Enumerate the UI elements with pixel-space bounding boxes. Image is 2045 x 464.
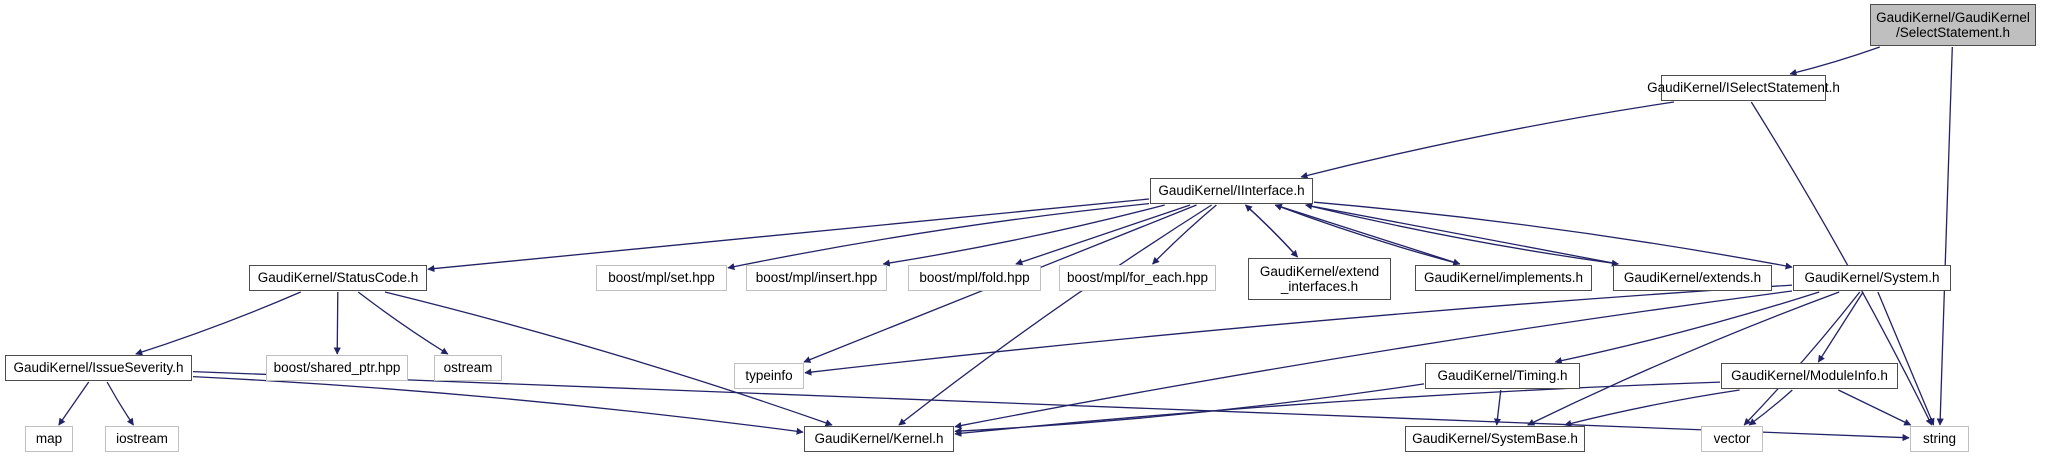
graph-edge-moduleinfo-to-kernel <box>954 381 1721 437</box>
graph-edge-timing-to-systembase <box>1493 389 1502 426</box>
graph-edge-iinterface-to-mpl_fold <box>1015 204 1191 266</box>
graph-edge-moduleinfo-to-string <box>1838 389 1912 426</box>
graph-node-timing[interactable]: GaudiKernel/Timing.h <box>1425 363 1580 389</box>
graph-edge-selectstatement-to-iselectstatement <box>1789 46 1881 76</box>
graph-node-mpl_fold[interactable]: boost/mpl/fold.hpp <box>908 265 1041 291</box>
graph-node-system[interactable]: GaudiKernel/System.h <box>1793 265 1951 291</box>
graph-edge-extend_interfaces-to-iinterface <box>1244 204 1298 258</box>
graph-edge-system-to-vector <box>1743 291 1861 426</box>
graph-node-iselectstatement[interactable]: GaudiKernel/ISelectStatement.h <box>1647 75 1840 101</box>
graph-node-kernel[interactable]: GaudiKernel/Kernel.h <box>804 426 954 452</box>
graph-edge-iinterface-to-system <box>1313 201 1793 270</box>
graph-node-typeinfo[interactable]: typeinfo <box>734 363 804 389</box>
graph-node-ostream[interactable]: ostream <box>434 355 502 381</box>
graph-node-mpl_for_each[interactable]: boost/mpl/for_each.hpp <box>1059 265 1216 291</box>
graph-edge-iselectstatement-to-iinterface <box>1300 101 1674 179</box>
graph-edge-system-to-moduleinfo <box>1817 291 1864 363</box>
graph-node-vector[interactable]: vector <box>1701 426 1763 452</box>
graph-node-mpl_insert[interactable]: boost/mpl/insert.hpp <box>746 265 887 291</box>
graph-node-iinterface[interactable]: GaudiKernel/IInterface.h <box>1150 178 1313 204</box>
graph-node-string[interactable]: string <box>1910 426 1969 452</box>
graph-edge-issueseverity-to-map <box>58 381 90 426</box>
graph-edge-statuscode-to-issueseverity <box>135 291 301 356</box>
graph-node-shared_ptr[interactable]: boost/shared_ptr.hpp <box>266 355 408 381</box>
graph-node-extend_interfaces[interactable]: GaudiKernel/extend _interfaces.h <box>1248 258 1391 300</box>
graph-edge-iselectstatement-to-string <box>1750 101 1933 426</box>
graph-edge-moduleinfo-to-systembase <box>1564 389 1740 427</box>
graph-edge-implements-to-iinterface <box>1274 203 1460 265</box>
graph-node-statuscode[interactable]: GaudiKernel/StatusCode.h <box>249 265 427 291</box>
graph-edge-statuscode-to-shared_ptr <box>333 291 341 355</box>
graph-edge-system-to-systembase <box>1527 291 1840 426</box>
graph-node-selectstatement[interactable]: GaudiKernel/GaudiKernel /SelectStatement… <box>1870 4 2036 46</box>
graph-edge-issueseverity-to-string <box>192 370 1910 442</box>
graph-edge-moduleinfo-to-vector <box>1748 389 1793 426</box>
graph-edge-statuscode-to-ostream <box>357 291 449 355</box>
graph-node-iostream[interactable]: iostream <box>105 426 179 452</box>
graph-edge-iinterface-to-extends <box>1305 204 1620 267</box>
graph-edge-timing-to-kernel <box>954 383 1425 435</box>
graph-edge-system-to-typeinfo <box>804 284 1793 376</box>
graph-edge-statuscode-to-kernel <box>384 291 833 427</box>
graph-edge-iinterface-to-statuscode <box>427 198 1150 273</box>
graph-edge-system-to-kernel <box>954 290 1793 429</box>
graph-edge-system-to-string <box>1877 291 1935 426</box>
graph-edge-iinterface-to-kernel <box>898 204 1212 426</box>
graph-edge-iinterface-to-mpl_set <box>727 202 1150 271</box>
graph-edge-extends-to-iinterface <box>1304 202 1619 265</box>
graph-edge-issueseverity-to-iostream <box>106 381 134 426</box>
graph-node-extends[interactable]: GaudiKernel/extends.h <box>1613 265 1772 291</box>
graph-edge-system-to-timing <box>1554 291 1820 365</box>
graph-node-moduleinfo[interactable]: GaudiKernel/ModuleInfo.h <box>1721 363 1898 389</box>
graph-node-systembase[interactable]: GaudiKernel/SystemBase.h <box>1405 426 1585 452</box>
graph-edge-iinterface-to-mpl_insert <box>882 204 1165 267</box>
graph-node-implements[interactable]: GaudiKernel/implements.h <box>1415 265 1592 291</box>
graph-edge-selectstatement-to-string <box>1936 46 1953 426</box>
graph-node-issueseverity[interactable]: GaudiKernel/IssueSeverity.h <box>5 355 192 381</box>
graph-edge-issueseverity-to-kernel <box>192 375 804 435</box>
graph-node-mpl_set[interactable]: boost/mpl/set.hpp <box>596 265 727 291</box>
graph-node-map[interactable]: map <box>25 426 73 452</box>
graph-edge-iinterface-to-mpl_for_each <box>1152 204 1217 265</box>
graph-edge-iinterface-to-implements <box>1275 204 1461 266</box>
